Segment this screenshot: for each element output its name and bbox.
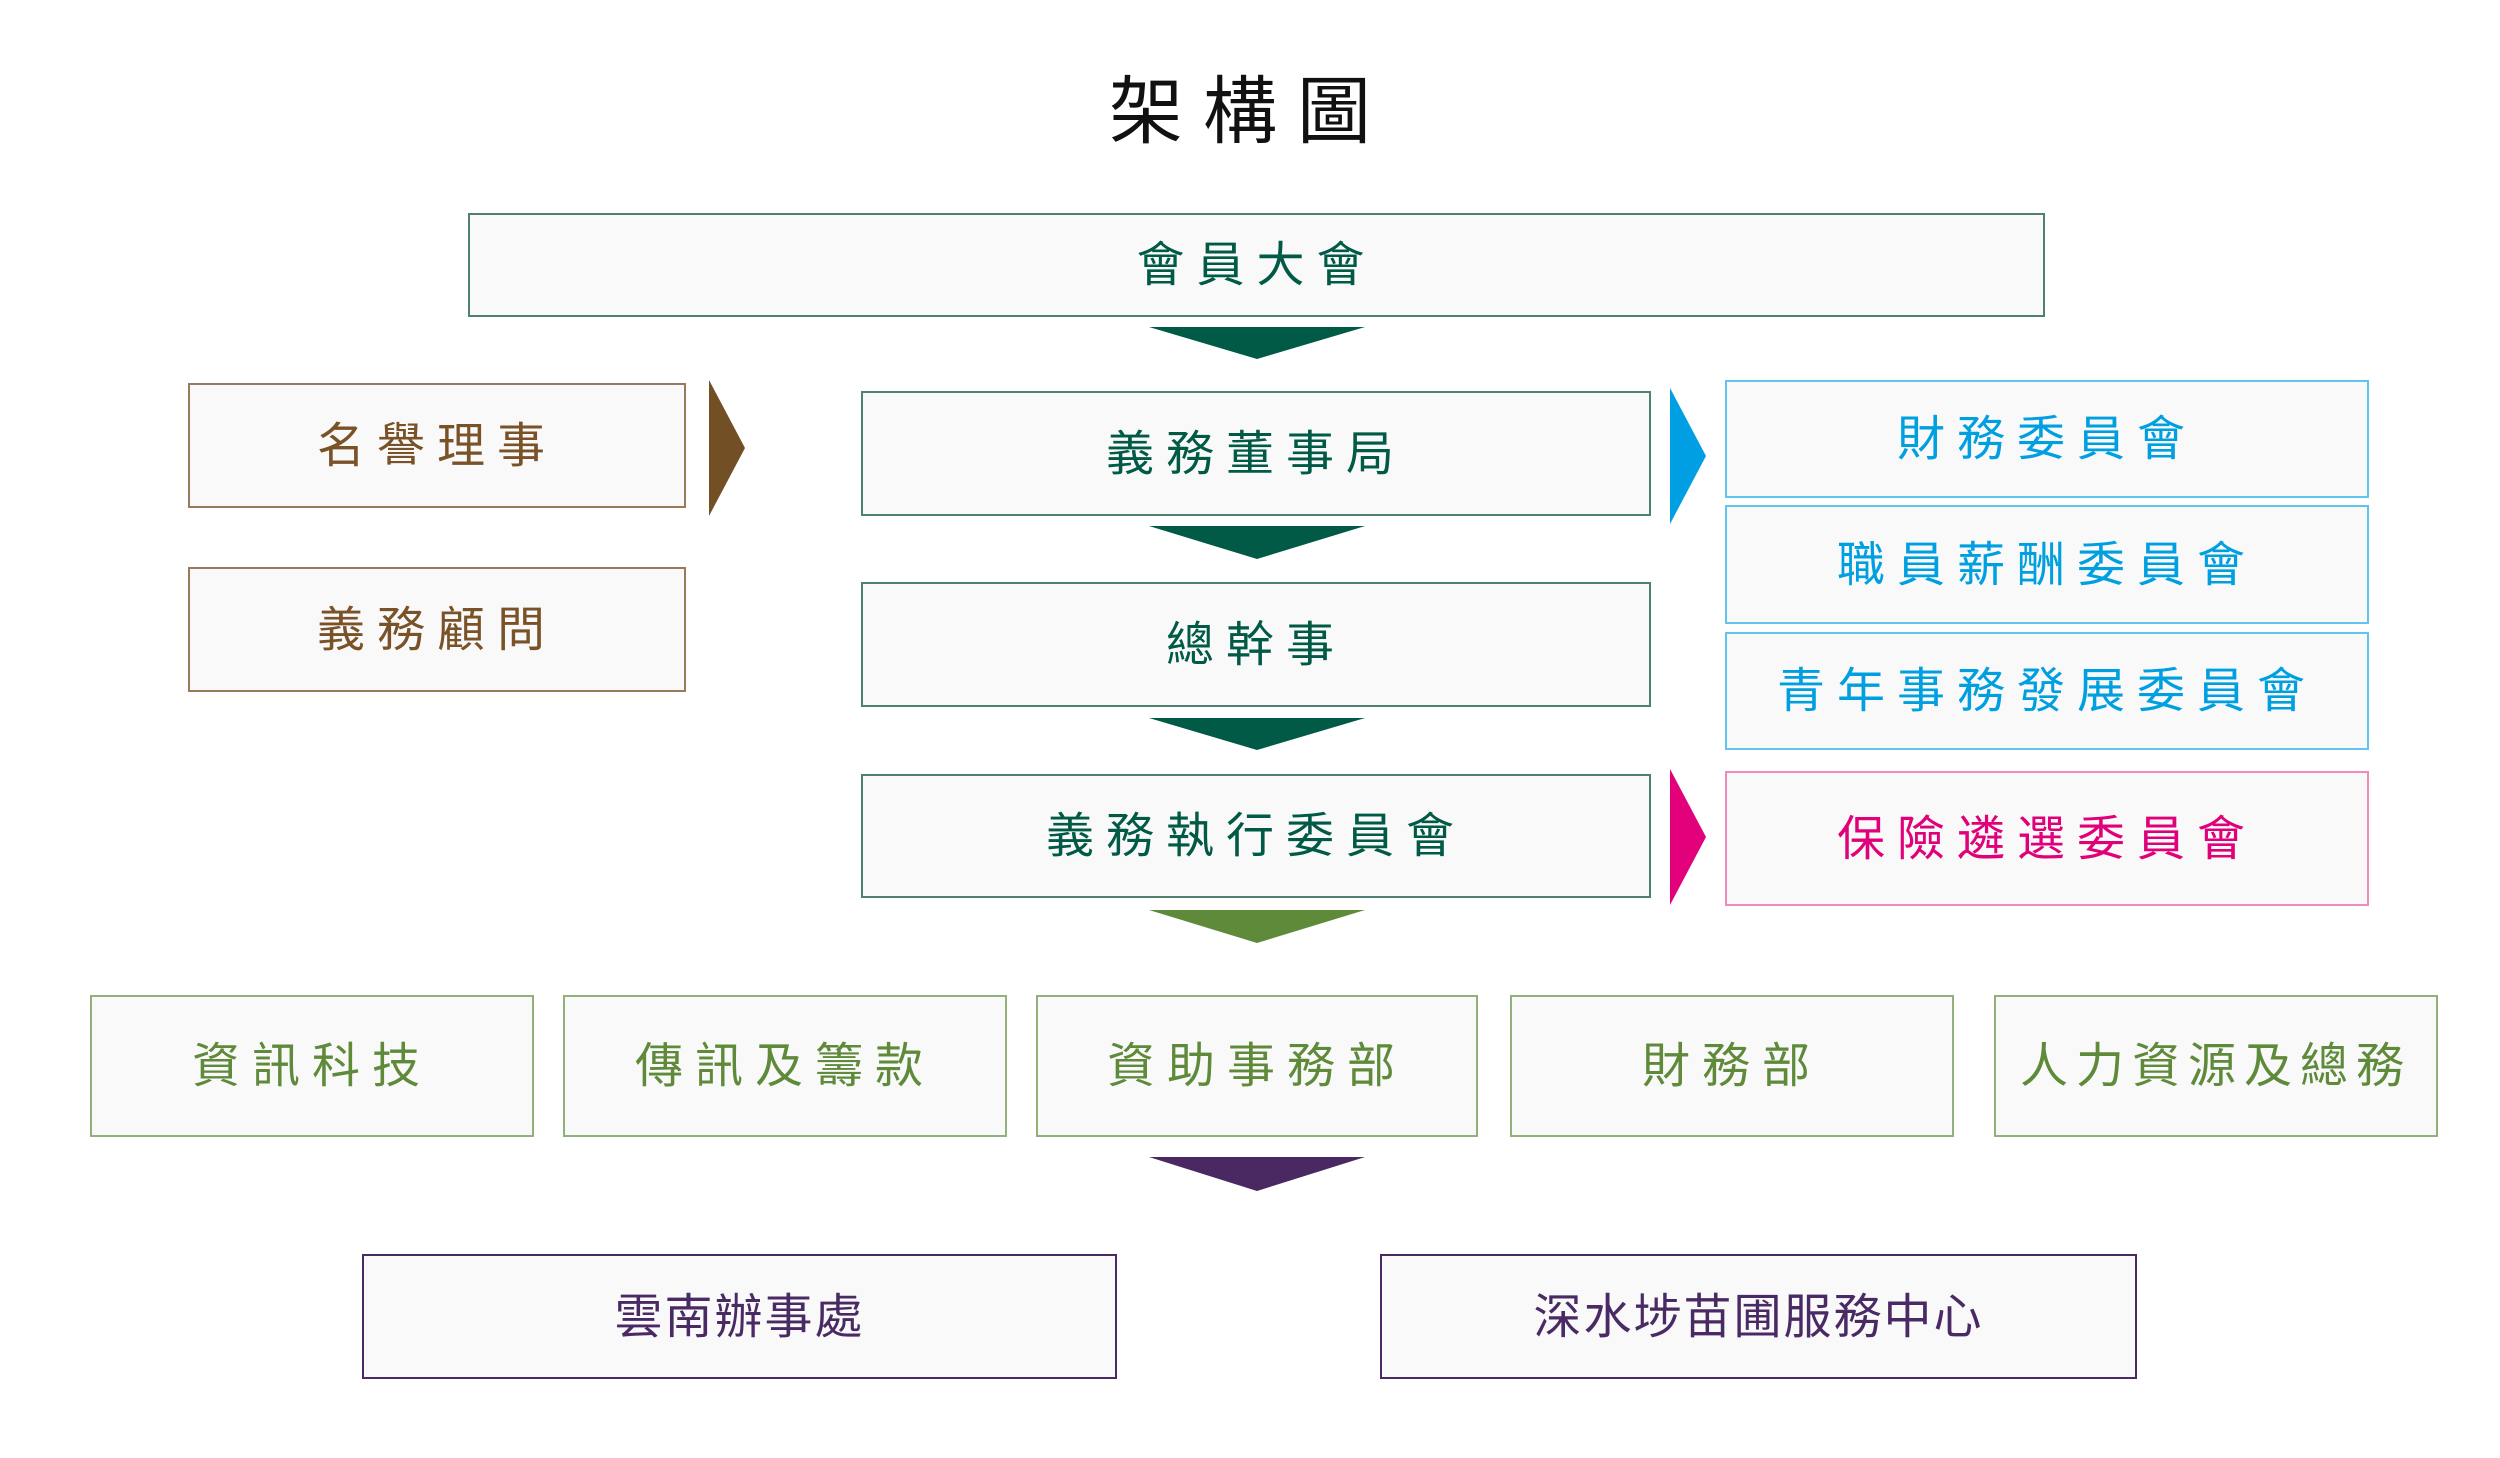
node-label: 傳訊及籌款 xyxy=(634,1038,935,1094)
node-label: 職員薪酬委員會 xyxy=(1836,536,2257,593)
node-general-meeting: 會員大會 xyxy=(468,213,2045,317)
node-finance-committee: 財務委員會 xyxy=(1725,380,2369,498)
node-label: 總幹事 xyxy=(1165,616,1346,673)
node-label: 青年事務發展委員會 xyxy=(1776,663,2317,719)
arrow-down-icon xyxy=(1149,327,1365,359)
node-honorary-directors: 名譽理事 xyxy=(188,383,686,508)
node-executive-committee: 義務執行委員會 xyxy=(861,774,1651,898)
node-board-of-directors: 義務董事局 xyxy=(861,391,1651,516)
arrow-right-icon xyxy=(1670,388,1706,524)
node-label: 財務部 xyxy=(1641,1038,1822,1094)
node-department-finance: 財務部 xyxy=(1510,995,1954,1137)
node-honorary-advisors: 義務顧問 xyxy=(188,567,686,692)
arrow-down-icon xyxy=(1149,1157,1365,1191)
node-label: 深水埗苗圃服務中心 xyxy=(1533,1288,1984,1345)
arrow-right-icon xyxy=(1670,769,1706,905)
node-youth-affairs-committee: 青年事務發展委員會 xyxy=(1725,632,2369,750)
node-staff-remuneration-committee: 職員薪酬委員會 xyxy=(1725,505,2369,624)
node-department-hr-admin: 人力資源及總務 xyxy=(1994,995,2438,1137)
node-label: 義務董事局 xyxy=(1105,425,1406,482)
arrow-down-icon xyxy=(1149,718,1365,750)
node-label: 義務執行委員會 xyxy=(1045,808,1466,864)
node-label: 會員大會 xyxy=(1136,237,1377,293)
chart-title: 架構圖 xyxy=(1109,69,1391,155)
node-sham-shui-po-centre: 深水埗苗圃服務中心 xyxy=(1380,1254,2137,1379)
arrow-down-icon xyxy=(1149,910,1365,943)
node-label: 義務顧問 xyxy=(316,601,557,658)
node-label: 保險遴選委員會 xyxy=(1836,810,2257,867)
node-label: 財務委員會 xyxy=(1896,411,2197,467)
node-executive-director: 總幹事 xyxy=(861,582,1651,707)
node-insurance-selection-committee: 保險遴選委員會 xyxy=(1725,771,2369,906)
node-label: 名譽理事 xyxy=(316,417,557,474)
node-label: 資訊科技 xyxy=(191,1038,432,1094)
node-department-grants: 資助事務部 xyxy=(1036,995,1478,1137)
node-department-it: 資訊科技 xyxy=(90,995,534,1137)
node-yunnan-office: 雲南辦事處 xyxy=(362,1254,1117,1379)
arrow-down-icon xyxy=(1149,526,1365,559)
node-label: 資助事務部 xyxy=(1106,1038,1407,1094)
arrow-right-icon xyxy=(709,380,745,516)
node-label: 雲南辦事處 xyxy=(614,1288,865,1345)
node-label: 人力資源及總務 xyxy=(2019,1038,2412,1094)
node-department-communications: 傳訊及籌款 xyxy=(563,995,1007,1137)
